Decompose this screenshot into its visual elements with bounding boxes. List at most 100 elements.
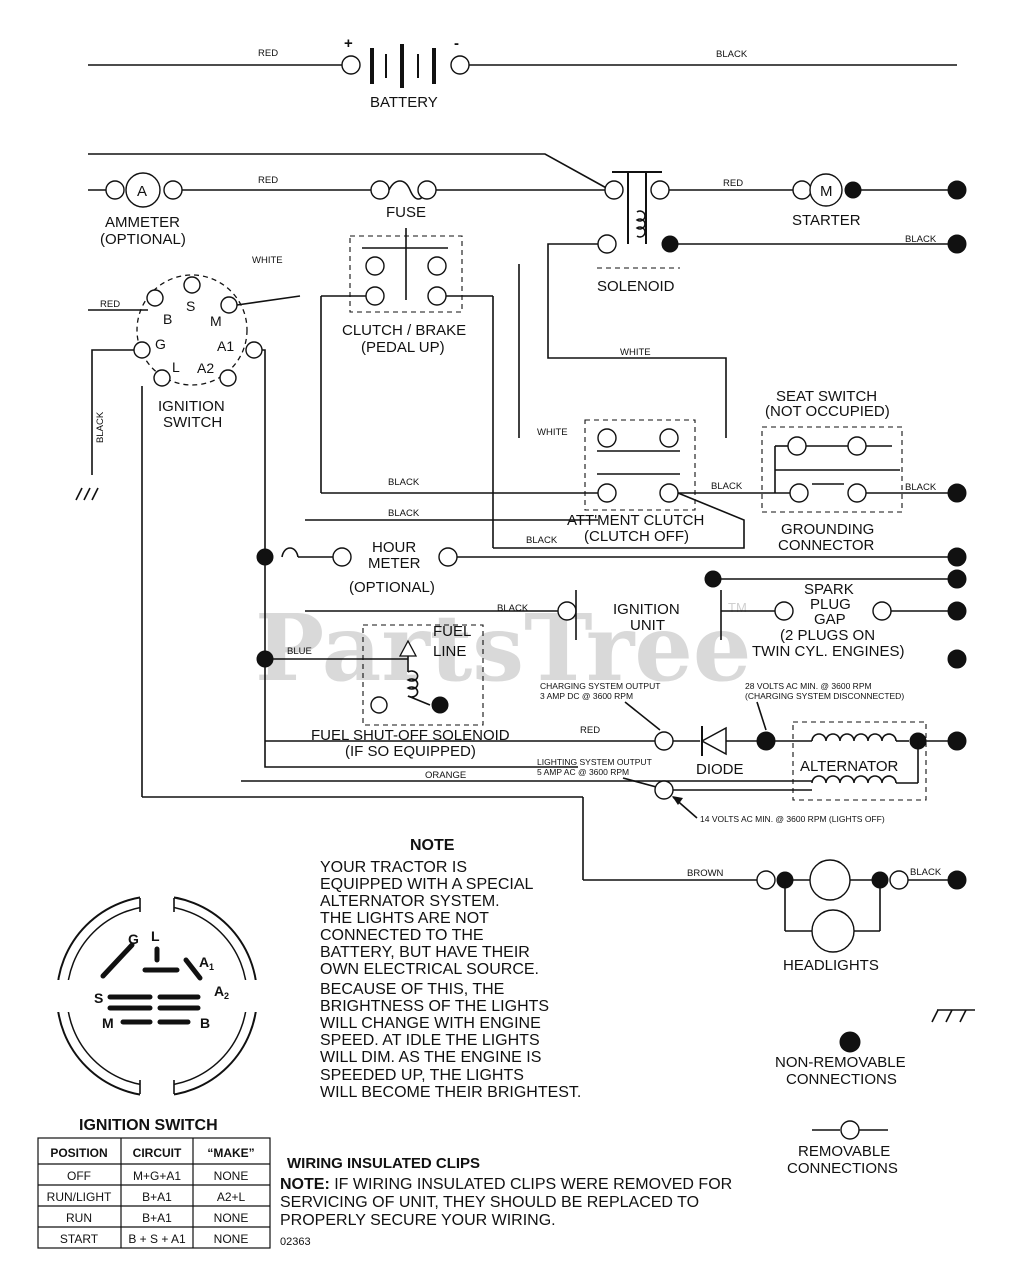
note-line-10: WILL CHANGE WITH ENGINE [320,1015,541,1032]
charging-output-1: CHARGING SYSTEM OUTPUT [540,681,660,691]
td-0-0: OFF [67,1169,91,1183]
wire-label-orange: ORANGE [425,770,466,781]
face-term-a2-sub: 2 [224,991,229,1001]
note-line-4: THE LIGHTS ARE NOT [320,910,489,927]
note-line-1: YOUR TRACTOR IS [320,859,467,876]
ign-term-g: G [155,336,166,352]
ignition-switch-label-1: IGNITION [158,398,225,415]
watermark-tm: TM [728,600,747,615]
note-title: NOTE [410,837,455,854]
clips-line-2: SERVICING OF UNIT, THEY SHOULD BE REPLAC… [280,1194,699,1211]
legend-nonremovable-1: NON-REMOVABLE [775,1054,906,1071]
solenoid-label: SOLENOID [597,278,675,295]
face-term-l: L [151,928,160,944]
note-line-2: EQUIPPED WITH A SPECIAL [320,876,533,893]
face-term-a2: A [214,983,224,999]
wire-label-red-2: RED [258,175,278,186]
starter-symbol: M [820,183,833,200]
diode-label: DIODE [696,761,744,778]
clips-line-1: IF WIRING INSULATED CLIPS WERE REMOVED F… [330,1176,732,1193]
ignition-unit-label-1: IGNITION [613,601,680,618]
face-term-a1-sub: 1 [209,962,214,972]
td-0-1: M+G+A1 [133,1169,181,1183]
td-2-0: RUN [66,1211,92,1225]
battery-label: BATTERY [370,94,438,111]
spark-label-5: TWIN CYL. ENGINES) [752,643,905,660]
ign-term-b: B [163,311,172,327]
att-clutch-label-2: (CLUTCH OFF) [584,528,689,545]
ammeter-symbol: A [137,183,147,200]
battery-minus: - [454,35,459,52]
wire-label-black: BLACK [716,49,748,60]
td-3-1: B + S + A1 [128,1232,186,1246]
clips-note-bold: NOTE: [280,1176,330,1193]
ign-term-s: S [186,298,195,314]
wire-label-black-9: BLACK [497,603,529,614]
wire-label-red-3: RED [723,178,743,189]
ammeter-label-1: AMMETER [105,214,180,231]
spark-label-1: SPARK [804,581,854,598]
note-line-5: CONNECTED TO THE [320,927,484,944]
clutch-brake-label-1: CLUTCH / BRAKE [342,322,466,339]
spark-label-3: GAP [814,611,846,628]
fuel-solenoid-label-1: FUEL SHUT-OFF SOLENOID [311,727,510,744]
note-block: NOTE YOUR TRACTOR IS EQUIPPED WITH A SPE… [320,837,581,1101]
note-line-7: OWN ELECTRICAL SOURCE. [320,961,539,978]
lighting-volts: 14 VOLTS AC MIN. @ 3600 RPM (LIGHTS OFF) [700,814,885,824]
watermark: PartsTree [255,594,751,702]
headlights: BROWN BLACK HEADLIGHTS [582,797,967,974]
ignition-switch-label-2: SWITCH [163,414,222,431]
legend-nonremovable-2: CONNECTIONS [786,1071,897,1088]
wire-label-black-5: BLACK [95,411,106,443]
td-3-0: START [60,1232,99,1246]
ignition-switch: S B M G A1 L A2 IGNITION SWITCH [133,274,263,431]
lighting-output-1: LIGHTING SYSTEM OUTPUT [537,757,652,767]
charging-system: CHARGING SYSTEM OUTPUT 3 AMP DC @ 3600 R… [241,681,967,824]
td-2-2: NONE [214,1211,249,1225]
legend-removable-2: CONNECTIONS [787,1160,898,1177]
battery-plus: + [344,35,353,52]
ground-symbol-right [931,1009,975,1023]
clips-line-3: PROPERLY SECURE YOUR WIRING. [280,1212,556,1229]
wire-label-brown: BROWN [687,868,724,879]
alternator-label: ALTERNATOR [800,758,899,775]
spark-label-2: PLUG [810,596,851,613]
note-line-6: BATTERY, BUT HAVE THEIR [320,944,530,961]
face-term-g: G [128,931,139,947]
lighting-output-2: 5 AMP AC @ 3600 RPM [537,767,629,777]
svg-text:NOTE: IF WIRING INSULATED CLIP: NOTE: IF WIRING INSULATED CLIPS WERE REM… [280,1176,732,1193]
td-1-0: RUN/LIGHT [47,1190,112,1204]
seat-switch-label-1: SEAT SWITCH [776,388,877,405]
legend-removable-1: REMOVABLE [798,1143,890,1160]
wire-label-white-2: WHITE [252,255,283,266]
face-term-b: B [200,1015,210,1031]
clips-title: WIRING INSULATED CLIPS [287,1155,480,1172]
wire-label-black-2: BLACK [905,234,937,245]
td-0-2: NONE [214,1169,249,1183]
th-position: POSITION [50,1146,107,1160]
td-1-1: B+A1 [142,1190,172,1204]
legend: NON-REMOVABLE CONNECTIONS REMOVABLE CONN… [775,1031,906,1177]
fuel-line-label-1: FUEL [433,623,471,640]
face-term-s: S [94,990,103,1006]
ignition-unit-label-2: UNIT [630,617,665,634]
wire-label-black-4: BLACK [388,508,420,519]
ignition-switch-face: G L A 1 A 2 S M B [52,890,262,1102]
ignition-switch-table: IGNITION SWITCH POSITION CIRCUIT “MAKE” … [37,1117,271,1249]
note-line-14: WILL BECOME THEIR BRIGHTEST. [320,1084,581,1101]
battery: + - BATTERY RED BLACK [88,35,957,111]
fuse: FUSE [370,180,605,221]
ign-term-l: L [172,359,180,375]
hour-meter-label-2: METER [368,555,421,572]
wire-label-black-8: BLACK [905,482,937,493]
clutch-brake-label-2: (PEDAL UP) [361,339,445,356]
note-line-11: SPEED. AT IDLE THE LIGHTS [320,1032,540,1049]
starter-label: STARTER [792,212,861,229]
face-term-m: M [102,1015,114,1031]
td-1-2: A2+L [217,1190,246,1204]
solenoid: SOLENOID [597,171,680,295]
att-clutch-label-1: ATT'MENT CLUTCH [567,512,704,529]
wire-label-black-6: BLACK [526,535,558,546]
spark-plug-wiring: BLACK IGNITION UNIT SPARK PLUG GAP (2 PL… [305,569,967,669]
headlights-label: HEADLIGHTS [783,957,879,974]
